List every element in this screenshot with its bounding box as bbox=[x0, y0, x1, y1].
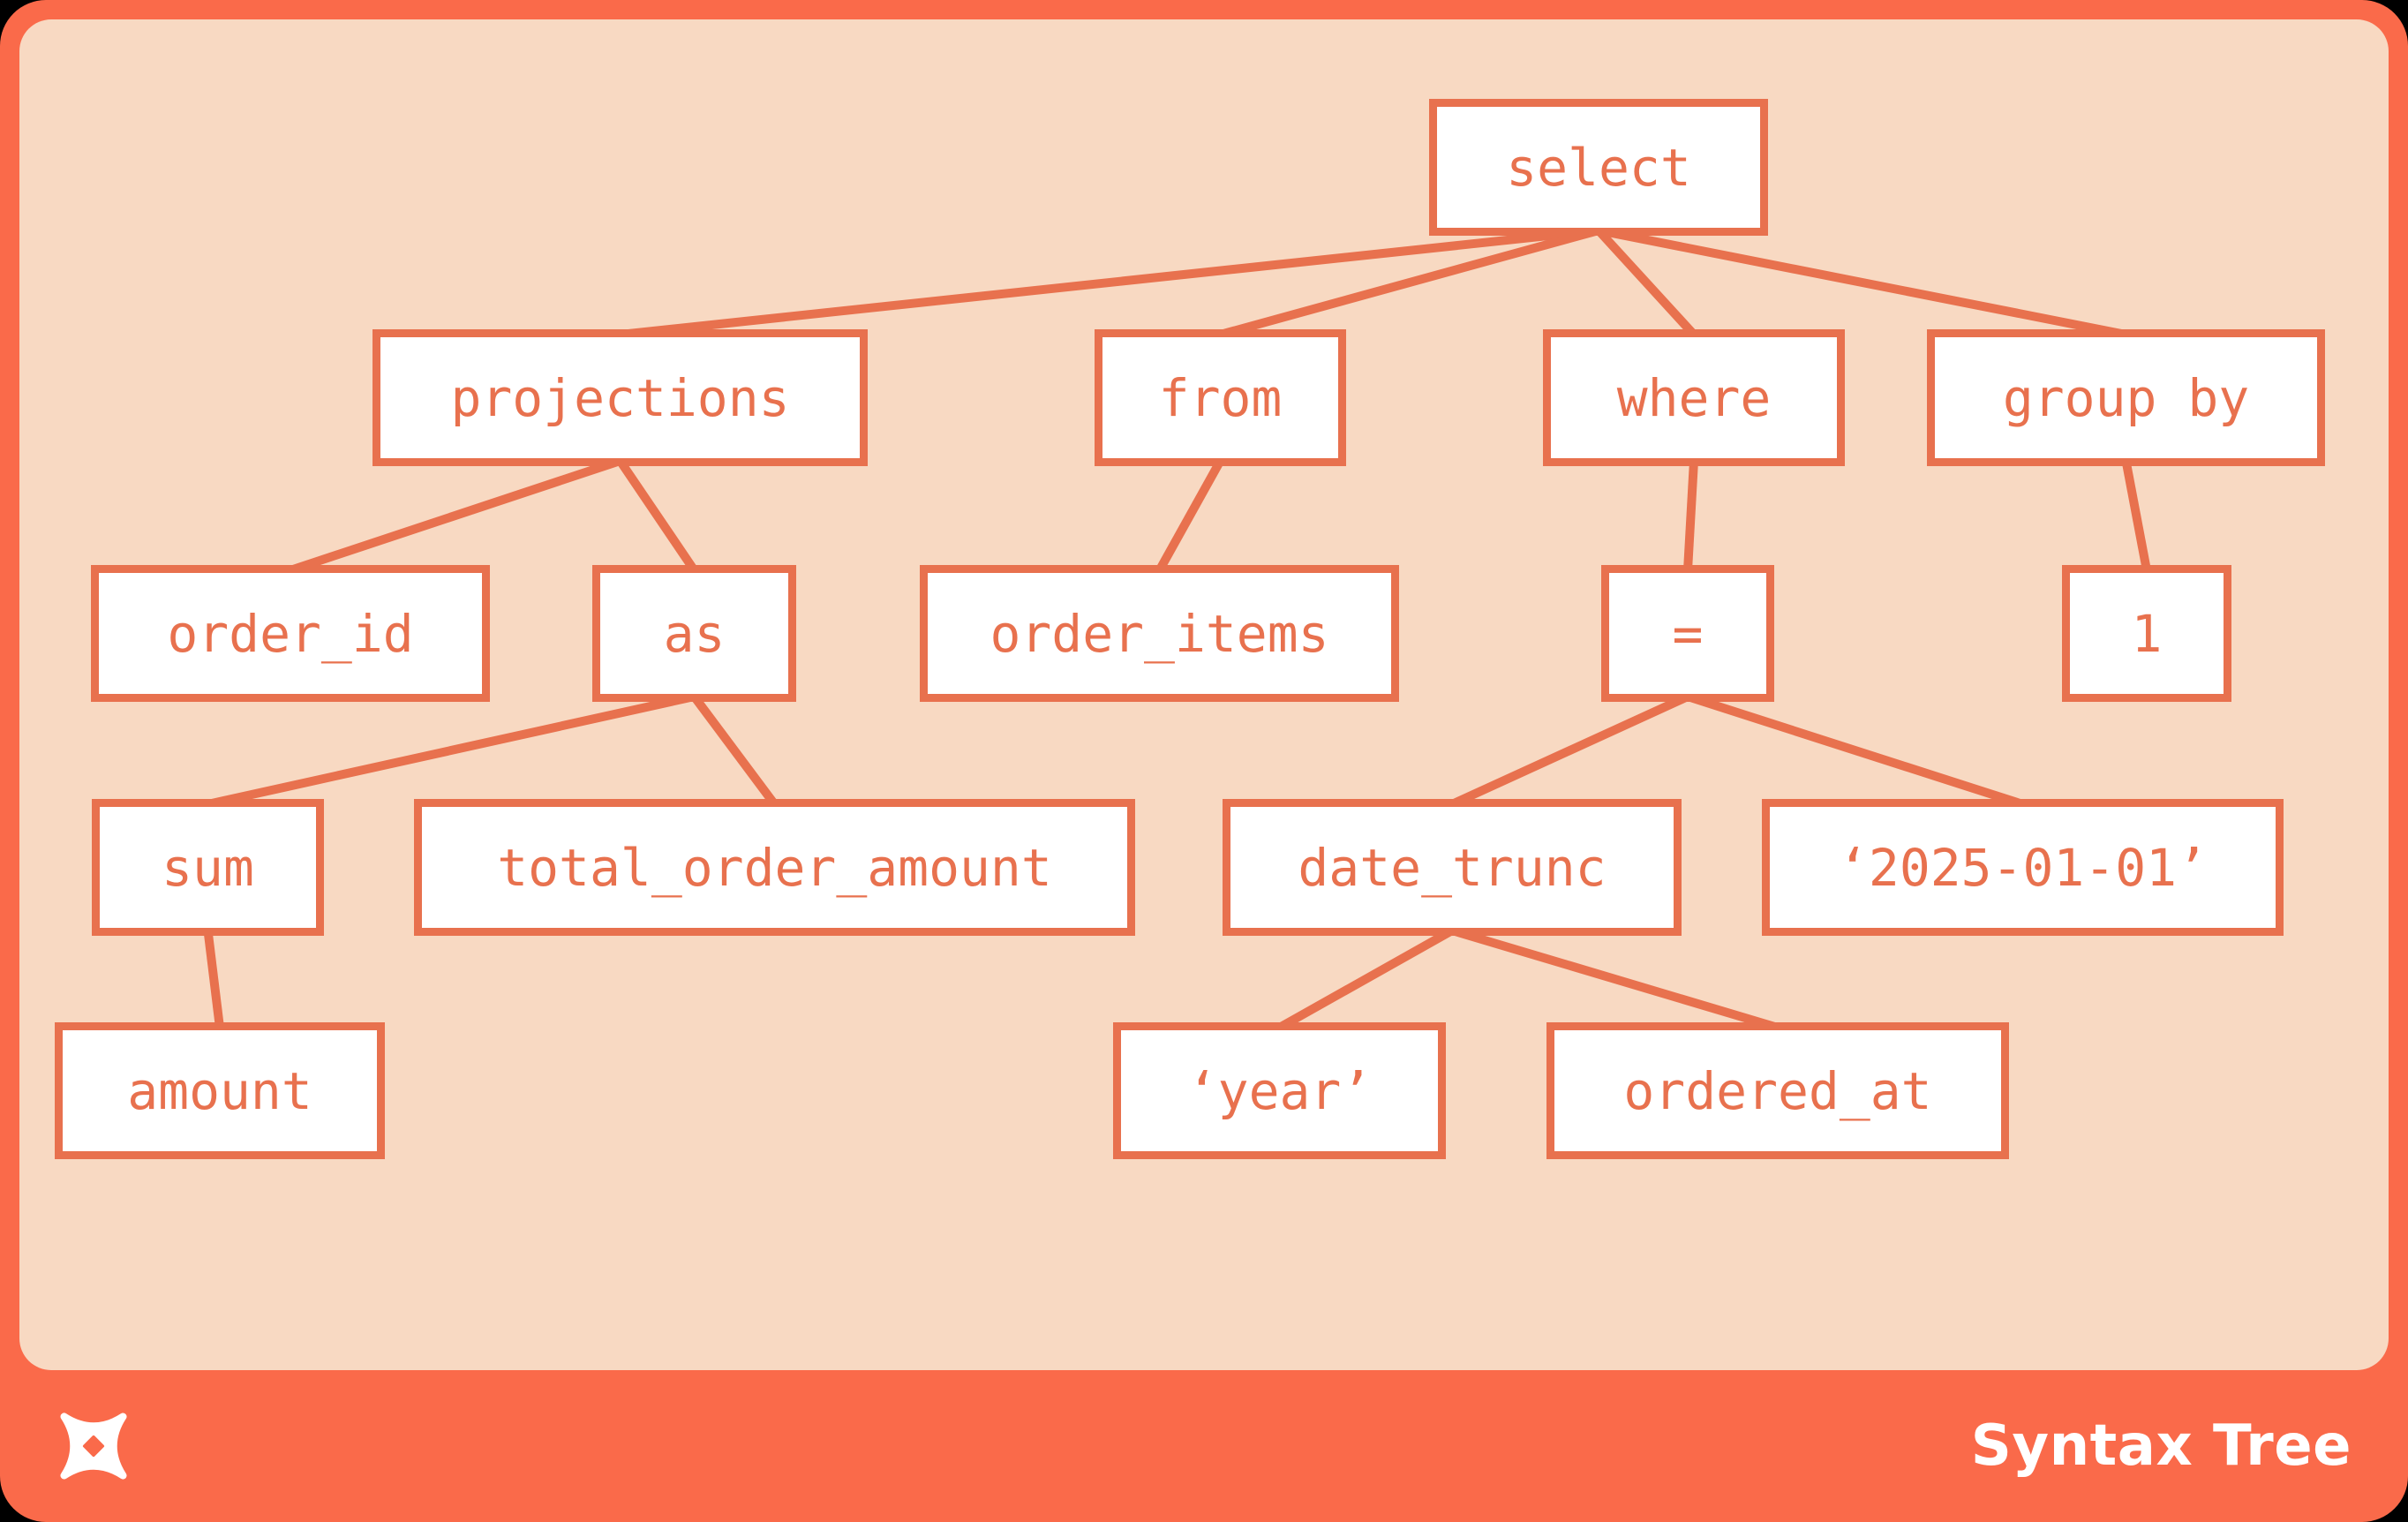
footer-title: Syntax Tree bbox=[1970, 1413, 2352, 1479]
tree-node-as: as bbox=[592, 565, 796, 702]
tree-node-ordered_at: ordered_at bbox=[1546, 1022, 2009, 1159]
dbt-pinwheel-logo-svg bbox=[60, 1413, 127, 1480]
tree-node-amount: amount bbox=[55, 1022, 385, 1159]
tree-node-date_trunc: date_trunc bbox=[1223, 799, 1682, 936]
tree-node-eq: = bbox=[1601, 565, 1774, 702]
tree-node-sum: sum bbox=[92, 799, 324, 936]
tree-node-order_id: order_id bbox=[91, 565, 490, 702]
tree-node-where: where bbox=[1543, 329, 1845, 466]
tree-node-select: select bbox=[1429, 99, 1768, 236]
tree-node-year_literal: ‘year’ bbox=[1113, 1022, 1446, 1159]
footer-bar: Syntax Tree bbox=[0, 1370, 2408, 1522]
tree-node-group_by: group by bbox=[1927, 329, 2325, 466]
tree-node-one: 1 bbox=[2062, 565, 2231, 702]
tree-node-order_items: order_items bbox=[920, 565, 1399, 702]
dbt-pinwheel-logo-icon bbox=[49, 1402, 138, 1490]
tree-node-date_literal: ‘2025-01-01’ bbox=[1762, 799, 2284, 936]
tree-node-total_order_amount: total_order_amount bbox=[414, 799, 1135, 936]
tree-node-from: from bbox=[1095, 329, 1346, 466]
tree-node-projections: projections bbox=[372, 329, 868, 466]
